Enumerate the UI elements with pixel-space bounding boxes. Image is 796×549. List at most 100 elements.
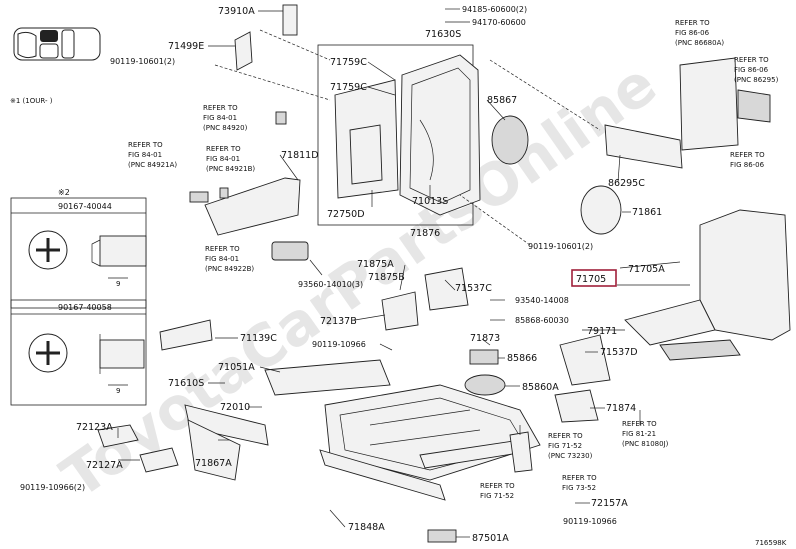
dim-9-a: 9 — [116, 280, 120, 288]
callout-72750D[interactable]: 72750D — [327, 209, 365, 220]
seatback-panel-part — [349, 124, 383, 185]
callout-72127A[interactable]: 72127A — [86, 460, 123, 471]
front-cover-part — [159, 319, 213, 351]
buckle-part — [509, 431, 533, 473]
callout-86295C[interactable]: 86295C — [608, 178, 645, 189]
side-cover-part — [234, 31, 253, 71]
leader-lines — [117, 8, 690, 538]
side-pad-part — [659, 339, 741, 361]
knob-b-part — [219, 187, 229, 199]
callout-71759C-b[interactable]: 71759C — [330, 82, 367, 93]
diagram-code: 716598K — [755, 539, 787, 547]
legend-note: ※1 (1OUR- ) — [10, 97, 53, 105]
callout-71537C[interactable]: 71537C — [455, 283, 492, 294]
callout-90119-10966[interactable]: 90119-10966 — [312, 340, 366, 349]
armrest-part — [624, 299, 716, 346]
callout-71630S[interactable]: 71630S — [425, 29, 461, 40]
callout-93560[interactable]: 93560-14010(3) — [298, 280, 363, 289]
clip-small-part — [469, 349, 499, 365]
callout-71875B[interactable]: 71875B — [368, 272, 405, 283]
callout-71873[interactable]: 71873 — [470, 333, 500, 344]
cover-knob-part — [580, 185, 622, 235]
callout-71876[interactable]: 71876 — [410, 228, 440, 239]
seat-pan-part — [264, 359, 391, 396]
callout-71610S[interactable]: 71610S — [168, 378, 204, 389]
hinge-cover-part — [424, 267, 469, 311]
callout-71875A[interactable]: 71875A — [357, 259, 394, 270]
callout-90119-10966-2[interactable]: 90119-10966(2) — [20, 483, 85, 492]
highlight-71705 — [571, 269, 617, 287]
callout-71051A[interactable]: 71051A — [218, 362, 255, 373]
callout-90119-10966b[interactable]: 90119-10966 — [563, 517, 617, 526]
callout-71861[interactable]: 71861 — [632, 207, 662, 218]
lower-board-part — [604, 124, 683, 169]
callout-90119-10601-2b[interactable]: 90119-10601(2) — [528, 242, 593, 251]
callout-87501A[interactable]: 87501A — [472, 533, 509, 544]
callout-72123A[interactable]: 72123A — [76, 422, 113, 433]
callout-73910A[interactable]: 73910A — [218, 6, 255, 17]
callout-79171[interactable]: 79171 — [587, 326, 617, 337]
shield-curved-part — [187, 419, 241, 481]
callout-71867A[interactable]: 71867A — [195, 458, 232, 469]
side-seatback-part — [699, 209, 791, 341]
callout-71139C[interactable]: 71139C — [240, 333, 277, 344]
lower-clip-part — [427, 529, 457, 543]
lock-part — [554, 389, 599, 423]
callout-71705A[interactable]: 71705A — [628, 264, 665, 275]
back-board-part — [679, 57, 739, 151]
switch-part — [271, 241, 309, 261]
vehicle-legend-icon — [13, 27, 101, 61]
seat-side-shield-part — [204, 177, 301, 236]
callout-72157A[interactable]: 72157A — [591, 498, 628, 509]
callout-71759C-a[interactable]: 71759C — [330, 57, 367, 68]
callouts: 73910A 94185-60600(2) 94170-60600 71630S… — [20, 5, 787, 547]
callout-85860A[interactable]: 85860A — [522, 382, 559, 393]
bracket-part — [737, 89, 771, 123]
callout-90119-10601-2[interactable]: 90119-10601(2) — [110, 57, 175, 66]
callout-85866[interactable]: 85866 — [507, 353, 537, 364]
callout-94185[interactable]: 94185-60600(2) — [462, 5, 527, 14]
callout-71874[interactable]: 71874 — [606, 403, 636, 414]
callout-71705[interactable]: 71705 — [576, 274, 606, 285]
callout-85867[interactable]: 85867 — [487, 95, 517, 106]
dim-9-b: 9 — [116, 387, 120, 395]
seatback-frame-part — [399, 54, 481, 216]
headrest-guide-part — [282, 4, 298, 36]
note-x2: ※2 — [58, 188, 70, 197]
small-knob-part — [275, 111, 287, 125]
fastener-box-1: 90167-40044 9 — [10, 197, 147, 309]
callout-94170[interactable]: 94170-60600 — [472, 18, 526, 27]
seat-rail-part — [319, 449, 446, 501]
callout-72010[interactable]: 72010 — [220, 402, 250, 413]
callout-72137B[interactable]: 72137B — [320, 316, 357, 327]
callout-93540[interactable]: 93540-14008 — [515, 296, 569, 305]
callout-71537D[interactable]: 71537D — [600, 347, 638, 358]
callout-71848A[interactable]: 71848A — [348, 522, 385, 533]
callout-85868[interactable]: 85868-60030 — [515, 316, 569, 325]
lever-cover-part — [381, 291, 419, 331]
latch-part — [559, 334, 611, 386]
callout-71811D[interactable]: 71811D — [281, 150, 319, 161]
knob-a-part — [189, 191, 209, 203]
pulley-part — [464, 374, 506, 396]
fastener-box-2: 90167-40058 9 — [10, 299, 147, 406]
fastener-1-label: 90167-40044 — [58, 202, 112, 211]
clip-b-part — [139, 447, 179, 473]
callout-71013S[interactable]: 71013S — [412, 196, 448, 207]
callout-71499E[interactable]: 71499E — [168, 41, 204, 52]
recliner-disc-part — [491, 115, 529, 165]
fastener-2-label: 90167-40058 — [58, 303, 112, 312]
